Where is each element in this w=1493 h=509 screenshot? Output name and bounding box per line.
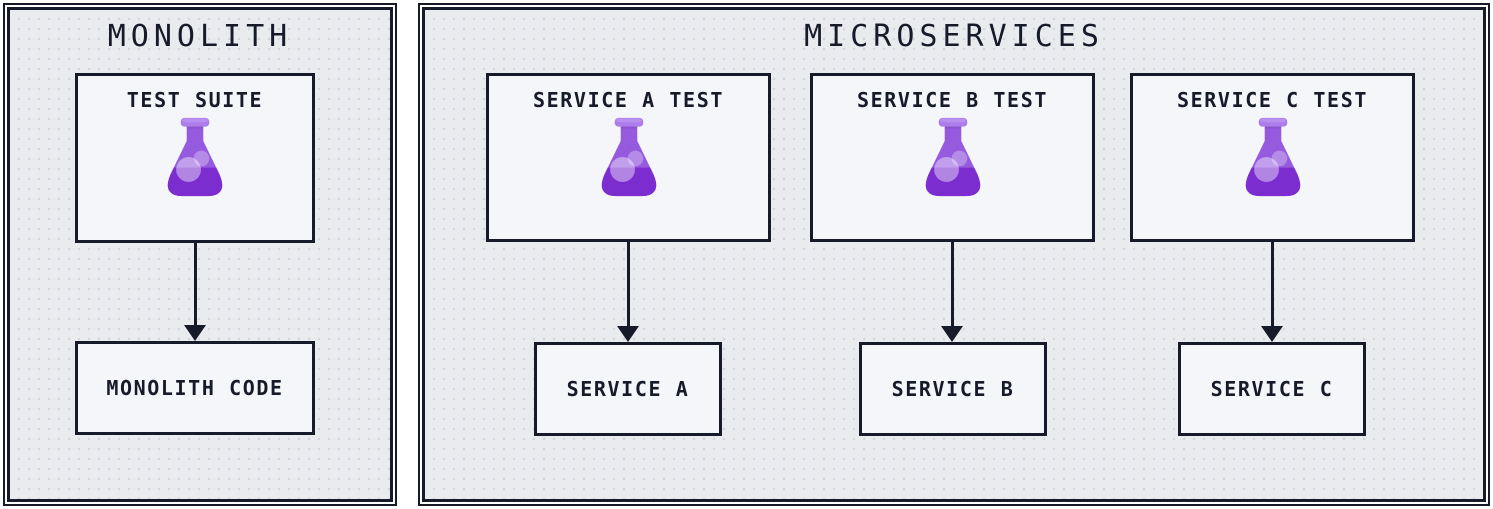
service-c-box: SERVICE C [1178,342,1366,436]
monolith-panel: MONOLITH TEST SUITE MONOLITH CODE [3,3,397,506]
arrow-service-c-test-to-service-c [1261,242,1283,342]
service-b-test-label: SERVICE B TEST [857,88,1048,112]
arrow-line [950,242,954,326]
flask-icon [592,117,666,198]
service-c-test-box: SERVICE C TEST [1130,73,1415,242]
arrow-service-b-test-to-service-b [941,242,963,342]
service-a-label: SERVICE A [566,377,690,401]
test-suite-label: TEST SUITE [126,88,264,112]
microservices-panel: MICROSERVICES SERVICE A TEST SERVICE A S… [418,3,1490,506]
arrow-head-icon [617,326,639,342]
flask-icon [916,117,990,198]
arrow-line [193,243,197,325]
service-c-label: SERVICE C [1210,377,1334,401]
monolith-panel-inner: MONOLITH TEST SUITE MONOLITH CODE [7,7,393,502]
test-suite-box: TEST SUITE [75,73,315,243]
service-a-test-label: SERVICE A TEST [533,88,724,112]
service-b-label: SERVICE B [891,377,1015,401]
flask-icon [1236,117,1310,198]
arrow-head-icon [184,325,206,341]
monolith-code-box: MONOLITH CODE [75,341,315,435]
service-a-box: SERVICE A [534,342,722,436]
service-b-box: SERVICE B [859,342,1047,436]
arrow-head-icon [1261,326,1283,342]
service-b-test-box: SERVICE B TEST [810,73,1095,242]
monolith-code-label: MONOLITH CODE [106,376,284,400]
microservices-panel-inner: MICROSERVICES SERVICE A TEST SERVICE A S… [422,7,1486,502]
flask-icon [158,117,232,198]
arrow-service-a-test-to-service-a [617,242,639,342]
arrow-line [1270,242,1274,326]
arrow-test-suite-to-monolith-code [184,243,206,341]
service-c-test-label: SERVICE C TEST [1177,88,1368,112]
monolith-panel-title: MONOLITH [107,19,293,54]
microservices-panel-title: MICROSERVICES [804,19,1104,54]
service-a-test-box: SERVICE A TEST [486,73,771,242]
arrow-head-icon [941,326,963,342]
arrow-line [626,242,630,326]
